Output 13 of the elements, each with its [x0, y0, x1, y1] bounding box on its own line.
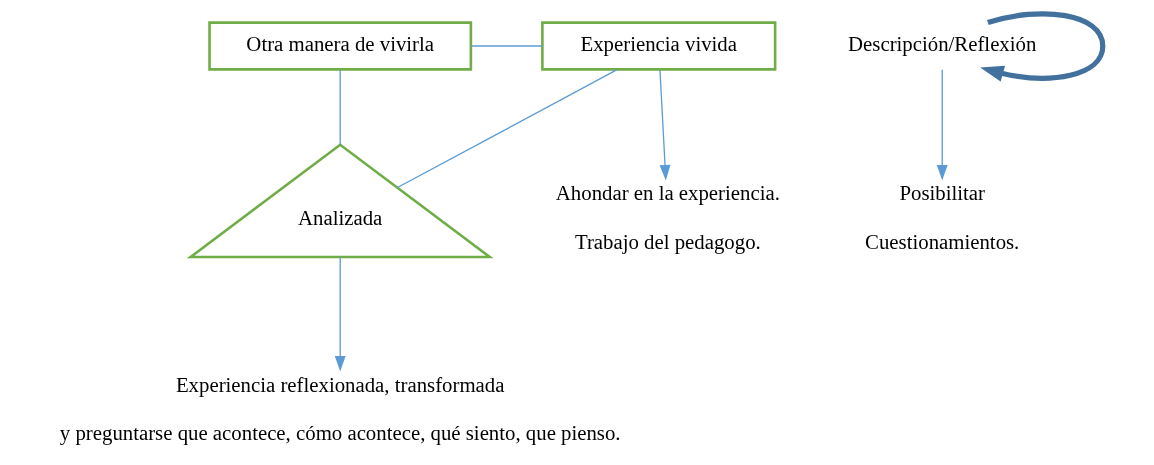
arrow — [334, 256, 346, 372]
node-box: Experiencia vivida — [540, 21, 776, 71]
arrow — [658, 69, 670, 181]
connector — [396, 69, 618, 189]
arrow — [936, 69, 948, 181]
arrow — [979, 11, 1105, 82]
node-box: Otra manera de vivirla — [207, 21, 472, 71]
node-text: Posibilitar Cuestionamientos. — [864, 181, 1019, 253]
node-text: Ahondar en la experiencia. Trabajo del pedagogo. — [555, 181, 780, 253]
node-text: Experiencia reflexionada, transformada y preguntarse que acontece, cómo acontece, qué siento, que pienso. — [59, 372, 621, 444]
node-text: Descripción/Reflexión — [847, 31, 1036, 55]
connector — [339, 69, 341, 146]
connector — [470, 45, 543, 47]
